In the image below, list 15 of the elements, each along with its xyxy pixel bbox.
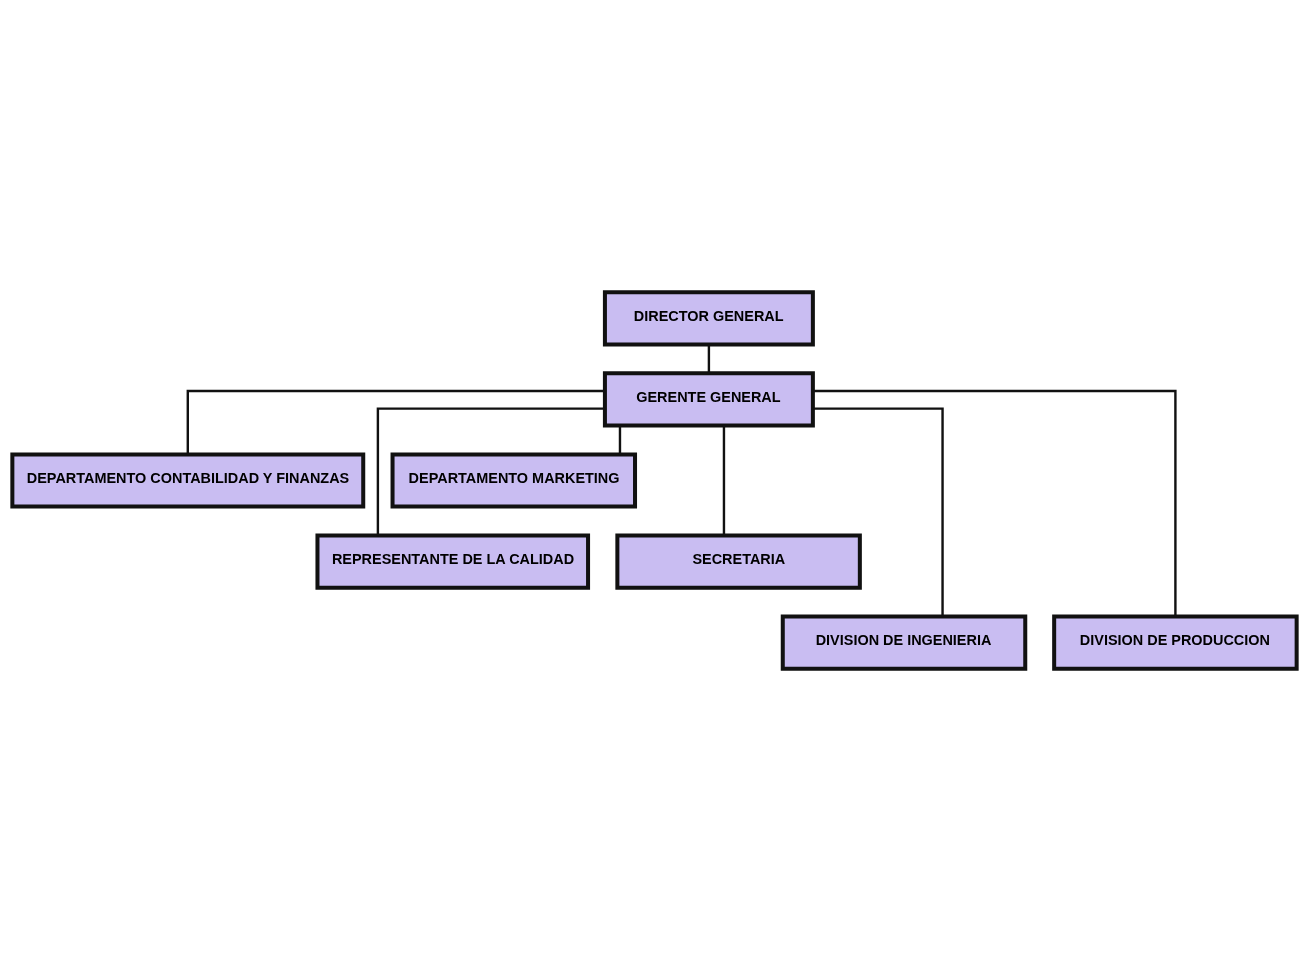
connector: [618, 425, 622, 454]
node-box: DEPARTAMENTO CONTABILIDAD Y FINANZAS: [10, 451, 366, 509]
node-box: GERENTE GENERAL: [602, 370, 815, 427]
connector: [813, 406, 944, 617]
connector: [707, 343, 711, 373]
connector: [186, 389, 605, 454]
connector: [376, 406, 605, 535]
connector: [813, 389, 1177, 616]
node-box: REPRESENTANTE DE LA CALIDAD: [315, 533, 591, 590]
node-box: DIVISION DE INGENIERIA: [780, 614, 1028, 671]
node-box: DEPARTAMENTO MARKETING: [390, 451, 638, 509]
node-box: SECRETARIA: [615, 533, 862, 590]
node-box: DIVISION DE PRODUCCION: [1052, 614, 1299, 671]
node-box: DIRECTOR GENERAL: [602, 289, 815, 346]
connector: [722, 425, 726, 535]
